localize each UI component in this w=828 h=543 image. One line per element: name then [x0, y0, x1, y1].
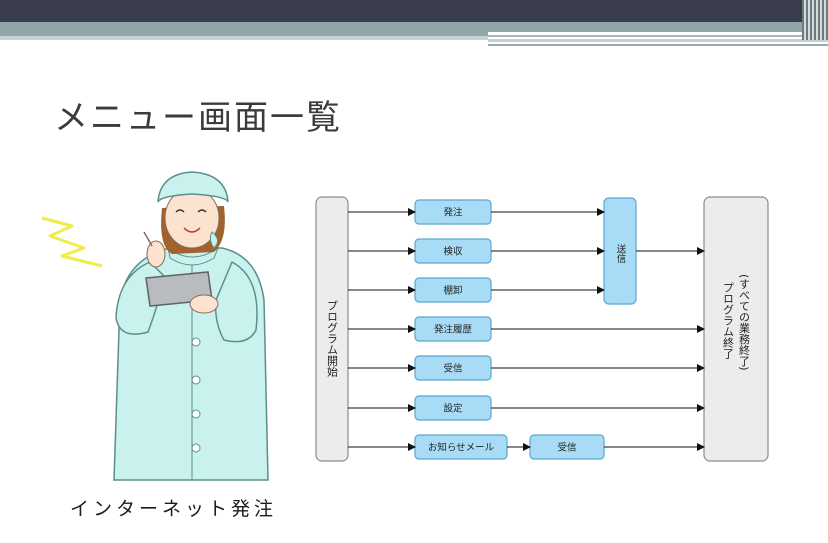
sub-node-receive-label: 受信	[557, 442, 576, 454]
menu-node-label-7: お知らせメール	[428, 442, 495, 454]
slide-caption: インターネット発注	[70, 498, 278, 520]
program-start-label: プログラム開始	[326, 300, 339, 378]
menu-node-label-5: 受信	[443, 363, 462, 375]
program-end-box	[703, 196, 769, 462]
decorative-corner-stripes	[802, 0, 828, 40]
spark-icon	[41, 216, 103, 268]
send-label: 送信	[615, 243, 627, 264]
menu-node-label-4: 発注履歴	[434, 324, 473, 336]
slide-top-bar	[0, 0, 828, 22]
nurse-illustration	[41, 171, 269, 481]
slide-title: メニュー画面一覧	[54, 98, 342, 138]
menu-node-label-2: 検収	[443, 246, 463, 258]
slide-top-band-light	[0, 36, 828, 40]
program-end-label-line1: (すべての業務終了)	[738, 274, 751, 371]
menu-node-label-6: 設定	[443, 403, 463, 415]
decorative-stripes	[488, 32, 828, 48]
menu-node-label-3: 棚卸	[443, 285, 462, 297]
menu-node-label-1: 発注	[443, 207, 463, 219]
program-end-label-line2: プログラム終了	[722, 282, 735, 359]
menu-arrows	[348, 208, 705, 451]
cap	[157, 171, 229, 203]
